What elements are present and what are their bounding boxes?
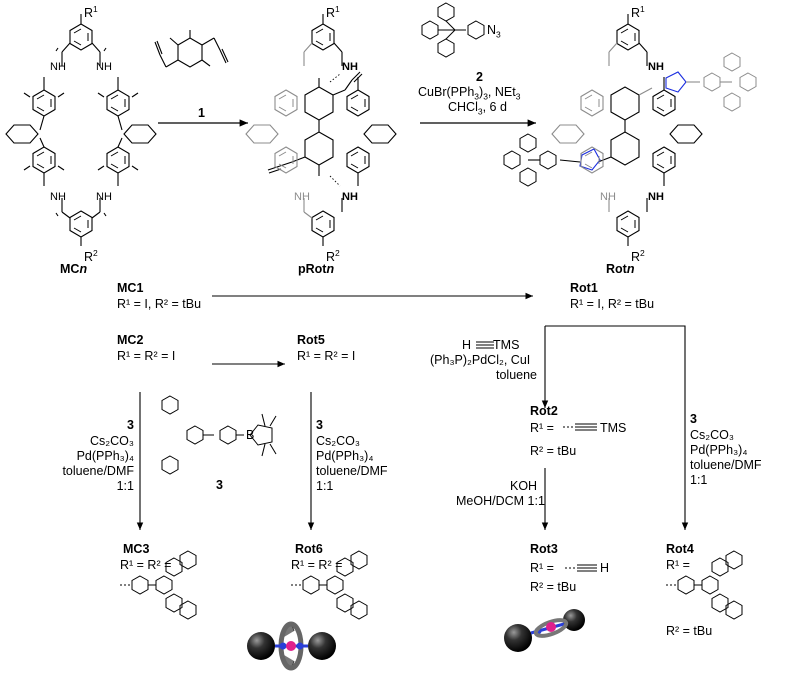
rotaxane-structure: [503, 14, 757, 246]
macrocycle-structure: [5, 14, 157, 246]
rot3-r2: R² = tBu: [530, 580, 577, 594]
step2-catalyst: CuBr(PPh3)3, NEt3: [418, 85, 521, 102]
sonogashira-catalyst: (Ph₃P)₂PdCl₂, CuI: [430, 353, 531, 367]
reagent-2-structure: [421, 2, 485, 58]
mc1-label: MC1: [117, 281, 144, 295]
suzuki-left-catalyst: Pd(PPh₃)₄: [76, 449, 134, 463]
suzuki-right-catalyst: Pd(PPh₃)₄: [690, 443, 748, 457]
mc3-subst: R¹ = R² =: [120, 558, 172, 572]
mcn-nh-3: NH: [50, 191, 66, 203]
rot4-terpyridine: [666, 550, 743, 620]
mc3-label: MC3: [123, 542, 150, 556]
rot6-label: Rot6: [295, 542, 323, 556]
rot4-r2: R² = tBu: [666, 624, 713, 638]
rot6-cartoon: [247, 621, 336, 671]
mcn-r1-label: R1: [84, 4, 98, 21]
suzuki-right-base: Cs₂CO₃: [690, 428, 734, 442]
suzuki-right-solvent: toluene/DMF: [690, 458, 762, 472]
suzuki-right-ratio: 1:1: [690, 473, 708, 487]
suzuki-mid-catalyst: Pd(PPh₃)₄: [316, 449, 374, 463]
reagent-3-label: 3: [216, 478, 223, 492]
reagent-3-structure: [161, 395, 277, 475]
mc1-subst: R¹ = I, R² = tBu: [117, 297, 202, 311]
sonogashira-solvent: toluene: [496, 368, 538, 382]
suzuki-mid-ratio: 1:1: [316, 479, 334, 493]
rot3-cartoon: [504, 609, 585, 652]
prot-r1-label: R1: [326, 4, 340, 21]
mcn-nh-1: NH: [50, 61, 66, 73]
suzuki-left-solvent: toluene/DMF: [62, 464, 134, 478]
prot-hn-grey: NH: [294, 191, 310, 203]
reagent-1-label: 1: [198, 106, 205, 120]
mcn-nh-2: NH: [96, 61, 112, 73]
mc2-label: MC2: [117, 333, 144, 347]
rot-r2-label: R2: [631, 248, 645, 265]
step2-solvent: CHCl3, 6 d: [448, 100, 507, 117]
rot-hn-grey: NH: [600, 191, 616, 203]
suzuki-left-ratio: 1:1: [116, 479, 134, 493]
rot-nh-2: NH: [648, 191, 664, 203]
suzuki-left-reagent: 3: [127, 418, 134, 432]
rot2-alkyne: [563, 423, 597, 431]
rot6-terpyridine: [291, 550, 368, 620]
reagent-3-boron: B: [246, 428, 255, 442]
mcn-nh-4: NH: [96, 191, 112, 203]
suzuki-mid-reagent: 3: [316, 418, 323, 432]
deprotection-base: KOH: [510, 479, 538, 493]
prot-r2-label: R2: [326, 248, 340, 265]
rot3-h: H: [600, 561, 610, 575]
rot1-label: Rot1: [570, 281, 598, 295]
rot4-r1: R¹ =: [666, 558, 690, 572]
suzuki-left-base: Cs₂CO₃: [90, 434, 134, 448]
prot-nh-2: NH: [342, 191, 358, 203]
rot-r1-label: R1: [631, 4, 645, 21]
mc3-terpyridine: [120, 550, 197, 620]
prerotaxane-structure: [245, 14, 397, 246]
deprotection-solvent: MeOH/DCM 1:1: [456, 494, 545, 508]
rot5-label: Rot5: [297, 333, 325, 347]
suzuki-mid-solvent: toluene/DMF: [316, 464, 388, 478]
reagent-1-structure: [154, 30, 229, 68]
rotn-name: Rotn: [606, 262, 635, 276]
suzuki-right-reagent: 3: [690, 412, 697, 426]
rot3-alkyne: [565, 564, 597, 572]
protn-name: pRotn: [298, 262, 335, 276]
mcn-name: MCn: [60, 262, 88, 276]
rot6-subst: R¹ = R² =: [291, 558, 343, 572]
rot2-r1: R¹ =: [530, 421, 554, 435]
rot2-tms: TMS: [600, 421, 627, 435]
rot2-r2: R² = tBu: [530, 444, 577, 458]
tms-alkyne-reagent: [476, 341, 494, 349]
rot3-r1: R¹ =: [530, 561, 554, 575]
rot3-label: Rot3: [530, 542, 558, 556]
rot2-label: Rot2: [530, 404, 558, 418]
rot-nh-1: NH: [648, 61, 664, 73]
prot-nh-1: NH: [342, 61, 358, 73]
rot1-subst: R¹ = I, R² = tBu: [570, 297, 655, 311]
rot5-subst: R¹ = R² = I: [297, 349, 356, 363]
reagent-2-label: 2: [476, 70, 483, 84]
rot4-label: Rot4: [666, 542, 694, 556]
mc2-subst: R¹ = R² = I: [117, 349, 176, 363]
reagent-2-azide: N3: [487, 23, 501, 40]
mcn-r2-label: R2: [84, 248, 98, 265]
suzuki-mid-base: Cs₂CO₃: [316, 434, 360, 448]
